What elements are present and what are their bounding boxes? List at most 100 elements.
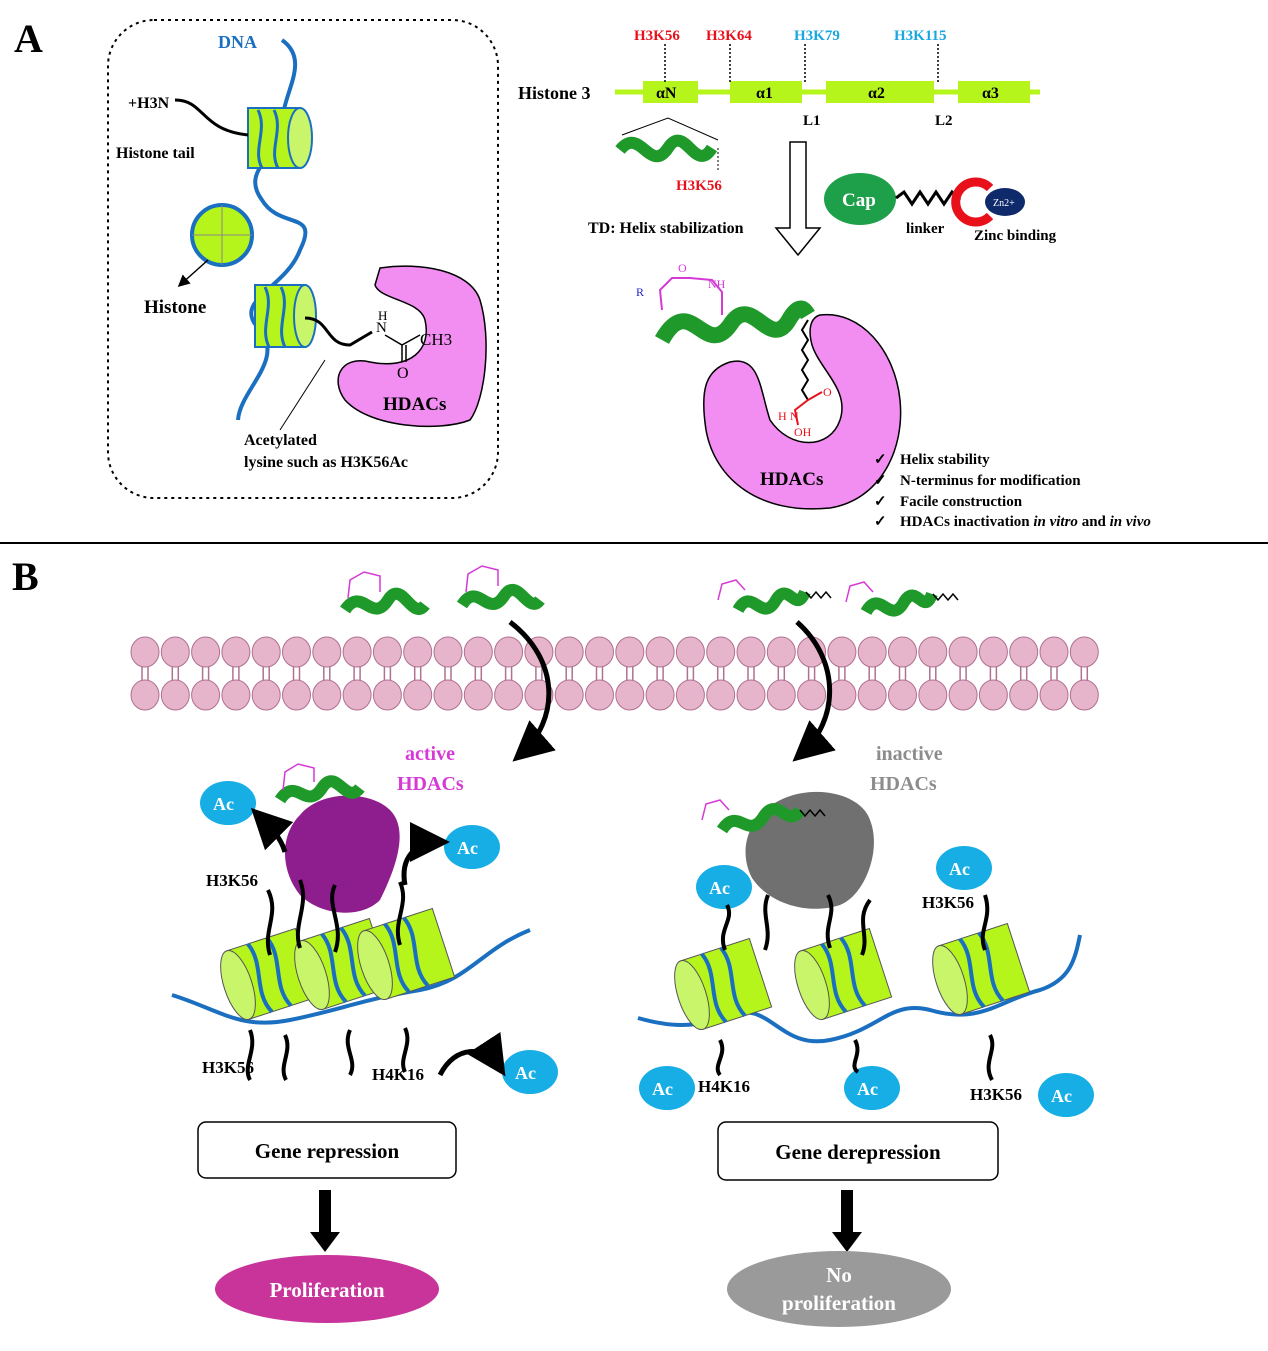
left-dna xyxy=(171,928,531,1025)
lipid-head xyxy=(645,636,675,668)
lipid-head xyxy=(403,636,433,668)
lipid-head xyxy=(251,636,281,668)
lipid-head xyxy=(827,679,857,711)
inhibitor-macrocycle xyxy=(658,277,723,315)
lipid-head xyxy=(554,679,584,711)
peptide-left-2 xyxy=(456,584,545,610)
zn-label: Zn2+ xyxy=(993,198,1015,209)
nucleosome xyxy=(674,937,773,1031)
ac-bubble-5 xyxy=(936,846,992,890)
lipid-head xyxy=(1069,679,1099,711)
histone3-segments xyxy=(643,81,1030,103)
site-h3k64: H3K64 xyxy=(706,28,752,44)
ac-bubble-3 xyxy=(502,1050,558,1094)
lipid-head xyxy=(160,636,190,668)
ac-bubble-2 xyxy=(444,825,500,869)
cap-label: Cap xyxy=(842,190,876,211)
no-proliferation-ellipse xyxy=(727,1251,951,1327)
lipid-head xyxy=(282,636,311,668)
ac-bubble-1 xyxy=(200,781,256,825)
peptide-right-2-ring xyxy=(845,581,874,603)
lipid-head xyxy=(888,636,917,668)
lipid-head xyxy=(948,636,978,668)
benefit-1: Helix stability xyxy=(900,452,990,468)
histone-label: Histone xyxy=(144,297,206,318)
lipid-head xyxy=(372,679,402,711)
lipid-bilayer xyxy=(130,636,1099,711)
td-label: TD: Helix stabilization xyxy=(588,220,744,237)
benefit-check-1: ✓ xyxy=(874,452,887,468)
lipid-head xyxy=(918,679,948,711)
helix-site-label: H3K56 xyxy=(676,178,722,194)
inactive-label-2: HDACs xyxy=(870,773,937,795)
gene-derepression-label: Gene derepression xyxy=(775,1140,941,1164)
lipid-head xyxy=(221,679,251,711)
chem-o: O xyxy=(678,261,687,275)
chem-oh: OH xyxy=(794,425,812,439)
lipid-head xyxy=(1039,679,1069,711)
lipid-head xyxy=(615,679,645,711)
lipid-head xyxy=(948,679,978,711)
lipid-head xyxy=(827,636,857,668)
lipid-head xyxy=(706,636,736,668)
benefit-list: ✓ Helix stability ✓ N-terminus for modif… xyxy=(874,452,1151,530)
lipid-head xyxy=(160,679,190,711)
n-terminus: +H3N xyxy=(128,95,170,112)
lipid-head xyxy=(675,636,705,668)
peptide-left-2-ring xyxy=(465,565,499,593)
lipid-head xyxy=(433,679,463,711)
lipid-head xyxy=(797,679,827,711)
ac-text-2: Ac xyxy=(457,838,478,858)
linker-label: linker xyxy=(906,221,945,237)
ac-text-6: Ac xyxy=(652,1079,673,1099)
lipid-head xyxy=(736,679,766,711)
lipid-head xyxy=(585,636,614,668)
inactive-label-1: inactive xyxy=(876,743,943,765)
nucleosome xyxy=(932,922,1031,1016)
lipid-head xyxy=(312,679,342,711)
inactive-peptide-chain xyxy=(799,808,826,818)
benefit-4-and: and xyxy=(1082,514,1107,530)
down-arrow-right xyxy=(832,1190,862,1252)
lipid-head xyxy=(918,636,948,668)
left-h3k56-top: H3K56 xyxy=(206,871,258,890)
ac-text-5: Ac xyxy=(949,859,970,879)
benefit-4-italic2: in vivo xyxy=(1110,514,1151,530)
peptide-right-2-chain xyxy=(932,592,959,602)
lipid-head xyxy=(554,636,584,668)
peptide-right-1 xyxy=(732,587,811,615)
left-h4k16: H4K16 xyxy=(372,1065,424,1084)
lipid-head xyxy=(1009,636,1039,668)
site-h3k56: H3K56 xyxy=(634,28,680,44)
lipid-head xyxy=(282,679,311,711)
lipid-head xyxy=(645,679,675,711)
lipid-head xyxy=(191,636,221,668)
lipid-head xyxy=(403,679,433,711)
zn-ellipse xyxy=(985,188,1025,216)
entry-arrow-left xyxy=(508,620,556,762)
lipid-head xyxy=(251,679,281,711)
dna-label: DNA xyxy=(218,32,257,52)
lipid-head xyxy=(736,636,766,668)
gene-repression-label: Gene repression xyxy=(255,1139,400,1163)
histone-tail-line xyxy=(174,98,249,137)
loop-l1: L1 xyxy=(803,113,821,129)
lipid-head xyxy=(857,679,887,711)
gene-derepression-box xyxy=(717,1121,999,1181)
benefit-check-3: ✓ xyxy=(874,494,887,510)
lipid-head xyxy=(494,679,524,711)
site-ticks xyxy=(664,44,939,82)
left-nucleosomes xyxy=(220,907,456,1021)
lipid-head xyxy=(463,679,493,711)
down-arrow-left xyxy=(310,1190,340,1252)
acetyl-bonds xyxy=(384,334,421,362)
histone-tail-label: Histone tail xyxy=(116,145,195,162)
ac-text-4: Ac xyxy=(709,878,730,898)
active-hdac-surface xyxy=(285,795,400,913)
lipid-head xyxy=(766,679,796,711)
lipid-head xyxy=(978,679,1008,711)
lipid-head xyxy=(191,679,221,711)
acetylated-arrow xyxy=(279,359,326,431)
lipid-head xyxy=(1069,636,1099,668)
